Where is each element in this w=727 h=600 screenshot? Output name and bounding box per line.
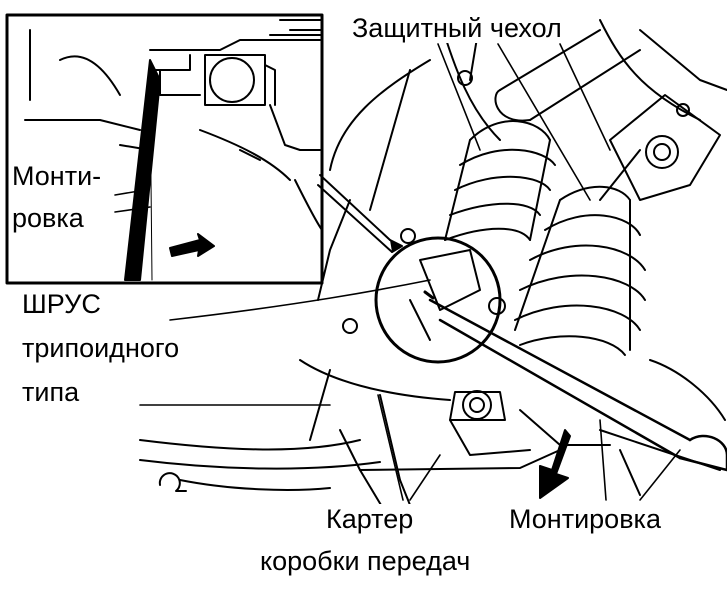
force-arrow-down <box>539 429 571 499</box>
gearbox-case-label-line2: коробки передач <box>260 546 471 576</box>
cv-joint-circle <box>374 236 502 364</box>
pry-bar-label: Монтировка <box>509 504 661 534</box>
detail-inset <box>5 13 403 285</box>
leader-lines <box>114 43 681 501</box>
protective-boot-label: Защитный чехол <box>352 13 562 43</box>
driveshaft-boots-drawing <box>444 29 721 356</box>
cv-joint-label-line2: трипоидного <box>22 333 180 363</box>
cv-joint-label-line1: ШРУС <box>22 289 101 319</box>
inset-pry-bar-label-line1: Монти- <box>12 161 102 191</box>
pry-bar-drawing <box>423 290 727 472</box>
inset-pry-bar-label-line2: ровка <box>12 203 84 233</box>
gearbox-case-label-line1: Картер <box>326 504 414 534</box>
cv-joint-label-line3: типа <box>22 377 80 407</box>
